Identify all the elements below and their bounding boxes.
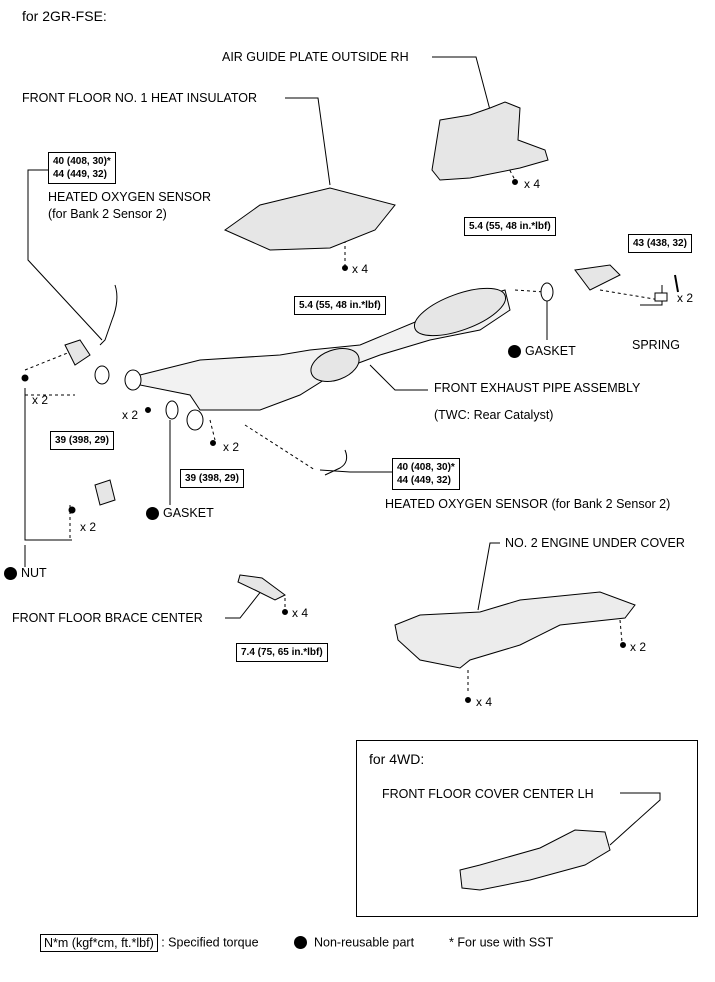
manifold-stub-upper xyxy=(64,339,91,366)
torque-line: 40 (408, 30)* xyxy=(397,462,455,473)
legend-nonreusable-text: Non-reusable part xyxy=(313,935,415,950)
torque-box-air-guide: 5.4 (55, 48 in.*lbf) xyxy=(464,217,556,236)
qty-air-guide: x 4 xyxy=(524,177,541,191)
panel-4wd: for 4WD: FRONT FLOOR COVER CENTER LH xyxy=(356,740,698,917)
bolt-cover-bottom-glyph xyxy=(465,697,471,703)
leader-o2-lower xyxy=(319,469,392,473)
label-front-floor-insulator: FRONT FLOOR NO. 1 HEAT INSULATOR xyxy=(22,91,257,105)
front-pipe-stub xyxy=(574,264,621,291)
legend-nonreusable-dot xyxy=(293,936,307,950)
leader-insulator xyxy=(285,97,331,186)
torque-box-o2-upper: 40 (408, 30)* 44 (449, 32) xyxy=(48,152,116,184)
qty-brace: x 4 xyxy=(292,606,309,620)
qty-nut-upper: x 2 xyxy=(32,393,49,407)
muffler-shape xyxy=(413,287,507,337)
legend: N*m (kgf*cm, ft.*lbf) : Specified torque… xyxy=(40,933,554,952)
nut-lower-glyph xyxy=(68,506,76,514)
flange-ring-3 xyxy=(186,409,204,431)
qty-nut-lower: x 2 xyxy=(80,520,97,534)
torque-box-spring-bolt: 43 (438, 32) xyxy=(628,234,692,253)
leader-exhaust xyxy=(369,364,428,391)
torque-box-flange-left: 39 (398, 29) xyxy=(50,431,114,450)
qty-flange-left: x 2 xyxy=(122,408,139,422)
catalyst-shape xyxy=(310,348,360,382)
leader-o2-upper xyxy=(27,169,103,341)
gasket-right-text: GASKET xyxy=(525,344,576,358)
flange-ring-1 xyxy=(94,365,110,385)
qty-cover-bottom: x 4 xyxy=(476,695,493,709)
bolt-insulator-glyph xyxy=(342,265,348,271)
leader-no2-cover xyxy=(477,542,500,611)
label-gasket-right: GASKET xyxy=(508,344,576,359)
gasket-left-text: GASKET xyxy=(163,506,214,520)
nonreusable-marker xyxy=(4,567,17,581)
exhaust-pipe-shape xyxy=(139,289,511,411)
bolt-flange-mid-glyph xyxy=(210,440,216,446)
air-guide-plate-shape xyxy=(431,101,549,181)
leader-nut xyxy=(24,388,72,541)
spring-glyph xyxy=(654,292,668,302)
label-heated-o2-sensor-lower: HEATED OXYGEN SENSOR (for Bank 2 Sensor … xyxy=(385,497,671,511)
page-title: for 2GR-FSE: xyxy=(22,8,107,24)
manifold-stub-lower xyxy=(94,479,116,506)
nonreusable-marker xyxy=(508,345,521,359)
heat-insulator-shape xyxy=(223,187,396,251)
spring-bolt-glyph xyxy=(674,274,679,293)
bolt-cover-right-glyph xyxy=(620,642,626,648)
torque-box-insulator: 5.4 (55, 48 in.*lbf) xyxy=(294,296,386,315)
floor-cover-4wd-shape xyxy=(459,829,611,891)
torque-line: 44 (449, 32) xyxy=(397,475,451,486)
gasket-right-shape xyxy=(540,282,554,302)
torque-box-brace: 7.4 (75, 65 in.*lbf) xyxy=(236,643,328,662)
leader-brace xyxy=(225,589,263,619)
leader-4wd-part xyxy=(609,792,661,846)
legend-torque-text: : Specified torque xyxy=(161,935,259,950)
o2-sensor-lower-shape xyxy=(324,449,348,476)
gasket-left-shape xyxy=(165,400,179,420)
bolt-brace-glyph xyxy=(282,609,288,615)
brace-shape xyxy=(237,574,286,601)
o2-sensor-upper-shape xyxy=(99,284,118,346)
label-front-floor-brace: FRONT FLOOR BRACE CENTER xyxy=(12,611,203,625)
legend-torque-box: N*m (kgf*cm, ft.*lbf) xyxy=(40,933,158,952)
under-cover-shape xyxy=(394,591,636,669)
label-no2-engine-under-cover: NO. 2 ENGINE UNDER COVER xyxy=(505,536,685,550)
panel-4wd-title: for 4WD: xyxy=(369,751,425,767)
bolt-air-guide-glyph xyxy=(512,179,518,185)
legend-sst-note: * For use with SST xyxy=(449,935,554,950)
nut-upper-glyph xyxy=(21,374,29,382)
torque-box-o2-lower: 40 (408, 30)* 44 (449, 32) xyxy=(392,458,460,490)
torque-line: 40 (408, 30)* xyxy=(53,156,111,167)
nonreusable-marker xyxy=(146,507,159,521)
qty-flange-mid: x 2 xyxy=(223,440,240,454)
qty-spring: x 2 xyxy=(677,291,694,305)
label-twc: (TWC: Rear Catalyst) xyxy=(434,408,554,422)
label-spring: SPRING xyxy=(632,338,680,352)
label-heated-o2-sensor-upper-sub: (for Bank 2 Sensor 2) xyxy=(48,207,167,221)
flange-ring-2 xyxy=(124,369,142,391)
leader-air-guide xyxy=(432,56,491,111)
label-nut: NUT xyxy=(4,566,47,581)
torque-line: 44 (449, 32) xyxy=(53,169,107,180)
label-gasket-left: GASKET xyxy=(146,506,214,521)
qty-cover-right: x 2 xyxy=(630,640,647,654)
label-front-floor-cover-center-lh: FRONT FLOOR COVER CENTER LH xyxy=(382,787,594,801)
bolt-flange-left-glyph xyxy=(145,407,151,413)
torque-box-flange-mid: 39 (398, 29) xyxy=(180,469,244,488)
nut-text: NUT xyxy=(21,566,47,580)
leader-spring xyxy=(640,285,663,306)
qty-insulator: x 4 xyxy=(352,262,369,276)
label-heated-o2-sensor-upper: HEATED OXYGEN SENSOR xyxy=(48,190,211,204)
label-front-exhaust-pipe: FRONT EXHAUST PIPE ASSEMBLY xyxy=(434,381,641,395)
label-air-guide-plate: AIR GUIDE PLATE OUTSIDE RH xyxy=(222,50,409,64)
